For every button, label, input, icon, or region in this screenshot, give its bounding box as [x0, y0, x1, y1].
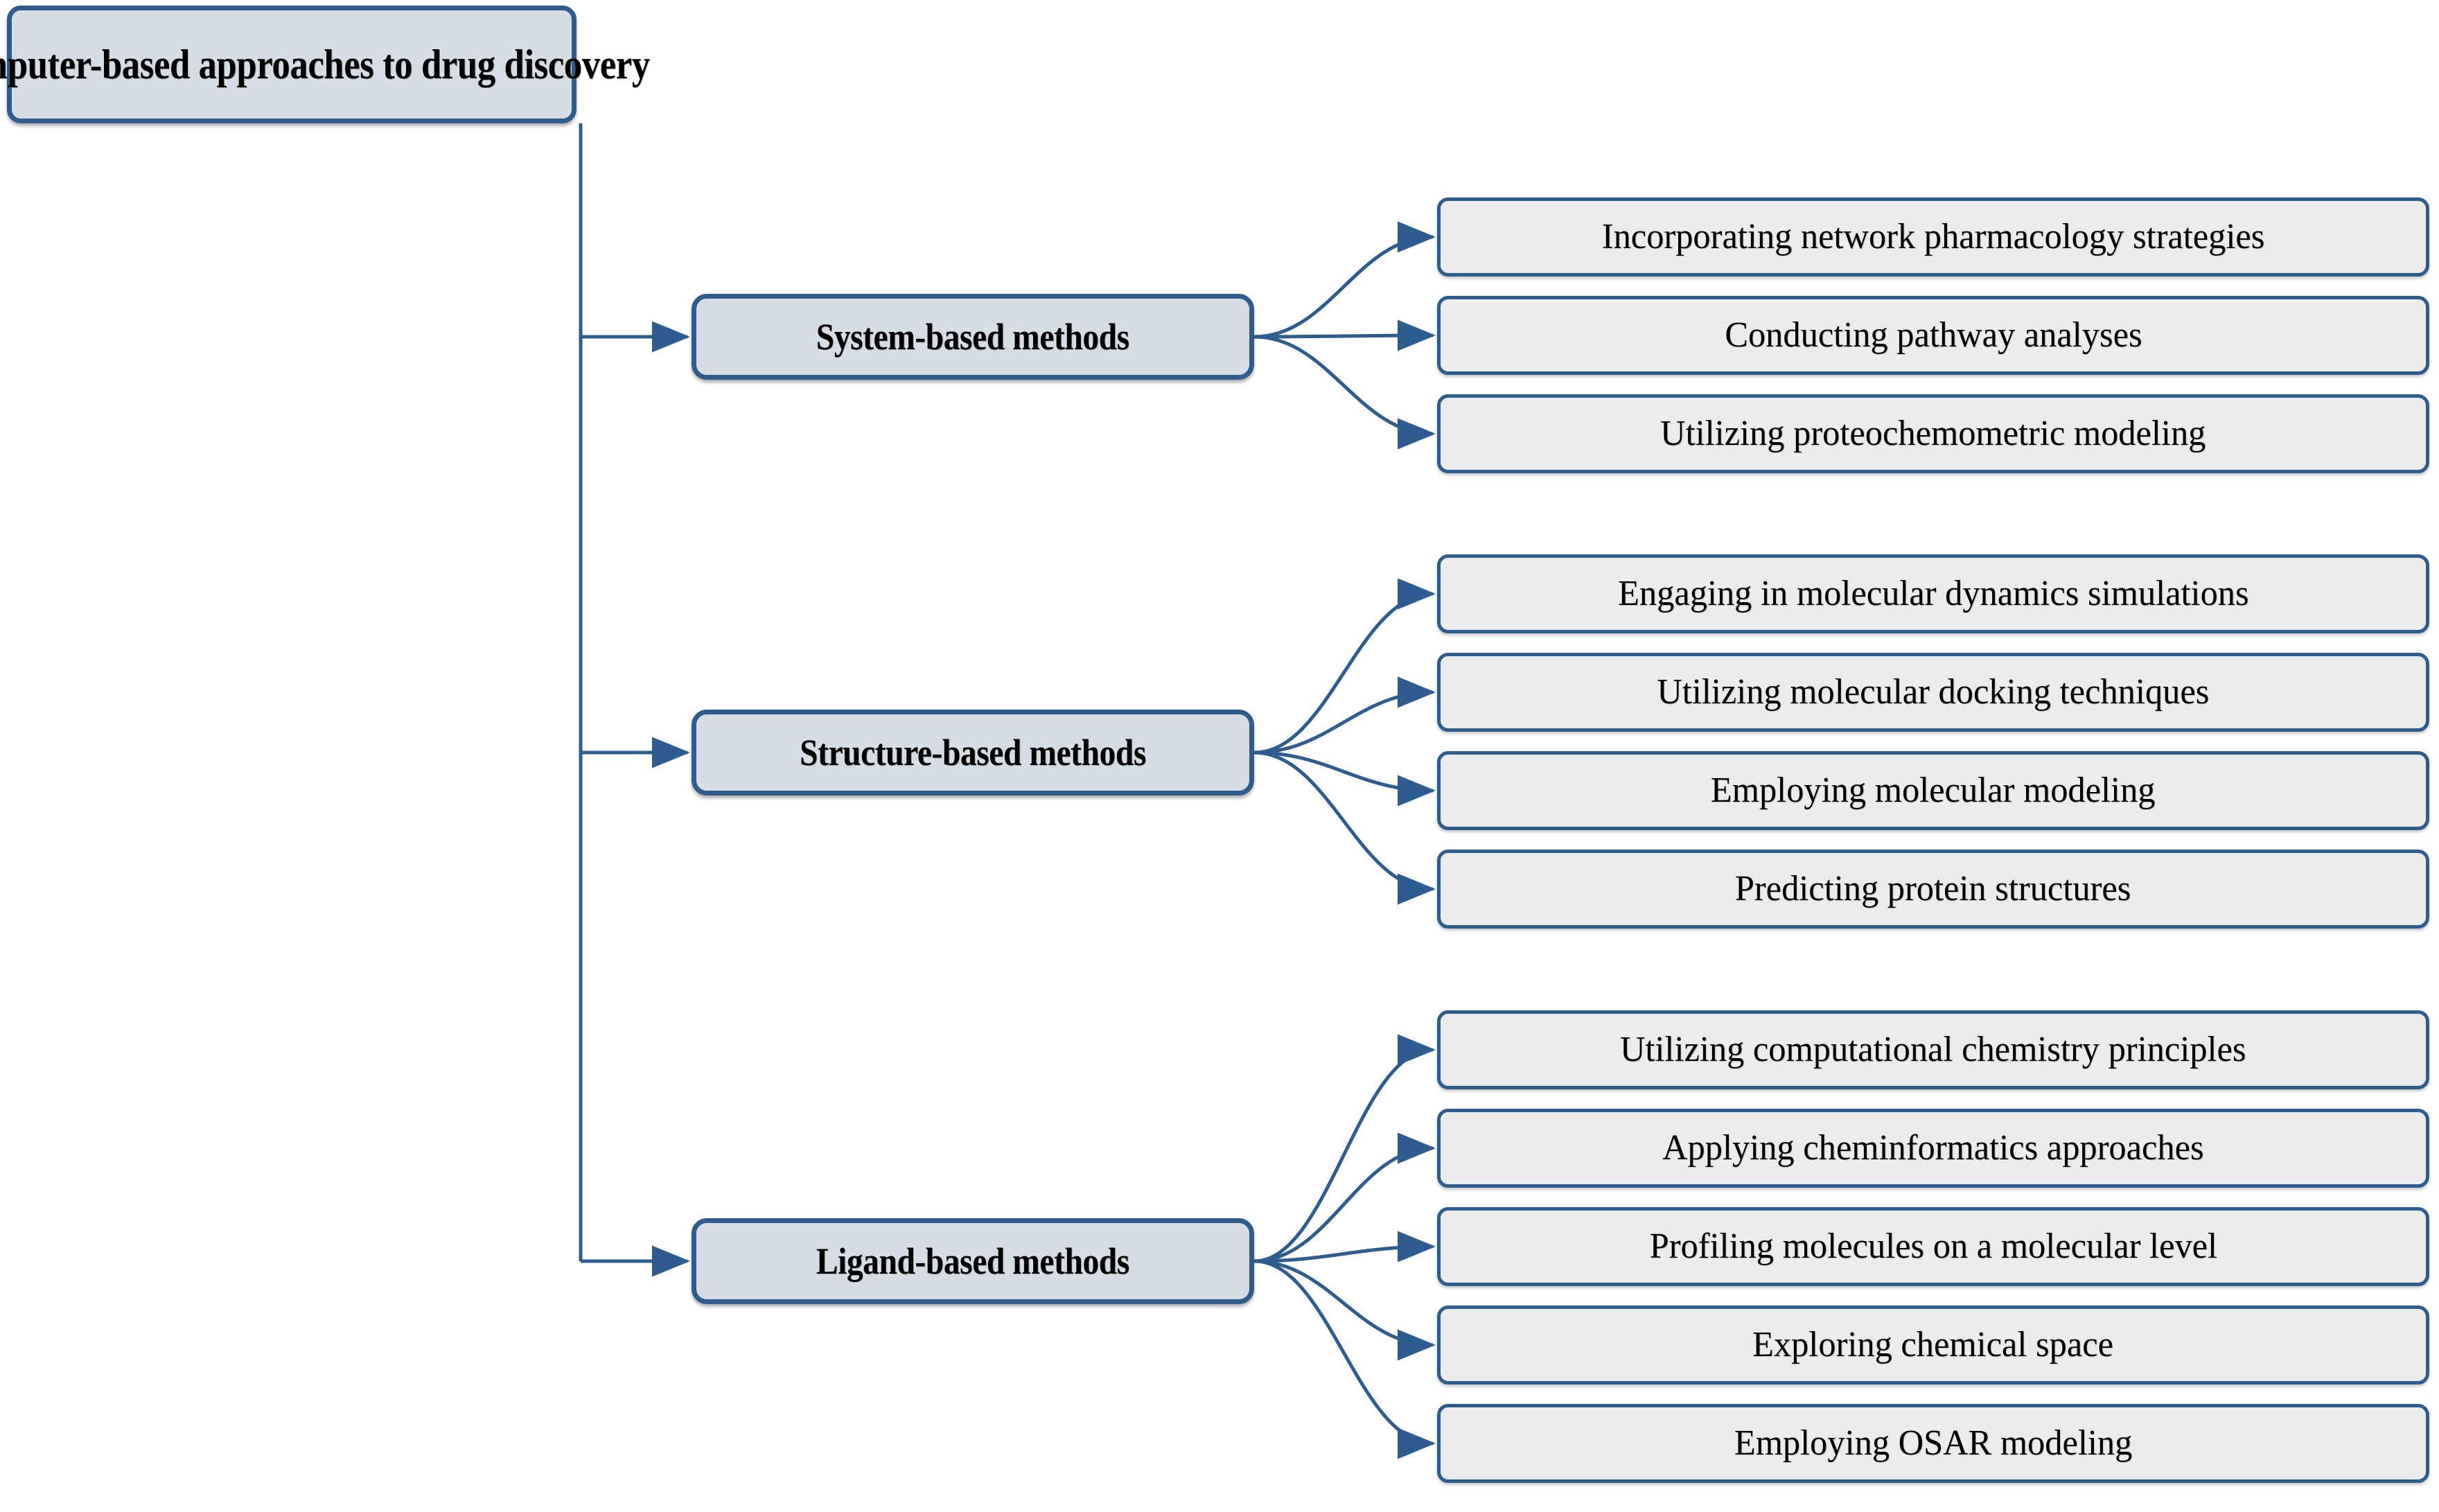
- leaf-node[interactable]: Profiling molecules on a molecular level: [1437, 1207, 2429, 1286]
- leaf-connector-2-2: [1253, 1231, 1436, 1263]
- leaf-node[interactable]: Employing molecular modeling: [1437, 751, 2429, 830]
- leaf-node[interactable]: Employing OSAR modeling: [1437, 1404, 2429, 1483]
- leaf-connector-1-0: [1253, 578, 1436, 755]
- leaf-node[interactable]: Engaging in molecular dynamics simulatio…: [1437, 554, 2429, 633]
- leaf-node[interactable]: Exploring chemical space: [1437, 1306, 2429, 1384]
- leaf-node[interactable]: Utilizing molecular docking techniques: [1437, 653, 2429, 732]
- leaf-connector-2-1: [1253, 1132, 1436, 1263]
- leaf-connector-0-1: [1253, 319, 1436, 351]
- branch-connectors: [1253, 221, 1436, 1459]
- branch-node-system-based-methods[interactable]: System-based methods: [692, 294, 1254, 380]
- branch-node-label: Structure-based methods: [800, 731, 1146, 773]
- leaf-connector-1-1: [1253, 676, 1436, 755]
- leaf-node-label: Employing OSAR modeling: [1734, 1423, 2133, 1463]
- leaf-node[interactable]: Conducting pathway analyses: [1437, 296, 2429, 375]
- root-node[interactable]: Computer-based approaches to drug discov…: [0, 6, 651, 123]
- branch-node-label: Ligand-based methods: [816, 1240, 1129, 1282]
- leaf-connector-2-0: [1253, 1034, 1436, 1263]
- leaf-connector-0-2: [1253, 335, 1436, 450]
- leaf-node-label: Exploring chemical space: [1752, 1324, 2114, 1364]
- leaf-node-label: Utilizing proteochemometric modeling: [1660, 413, 2206, 453]
- leaf-node-label: Engaging in molecular dynamics simulatio…: [1617, 573, 2249, 613]
- leaf-node-label: Incorporating network pharmacology strat…: [1601, 216, 2265, 256]
- trunk-connectors: [579, 123, 691, 1277]
- leaf-node-label: Profiling molecules on a molecular level: [1649, 1226, 2217, 1266]
- branch-node-label: System-based methods: [816, 315, 1129, 358]
- leaf-connector-1-3: [1253, 750, 1436, 905]
- leaf-node-label: Applying cheminformatics approaches: [1662, 1127, 2204, 1168]
- root-node-label: Computer-based approaches to drug discov…: [0, 41, 651, 87]
- leaf-node-label: Predicting protein structures: [1735, 868, 2131, 908]
- leaf-connector-0-0: [1253, 221, 1436, 339]
- leaf-node[interactable]: Predicting protein structures: [1437, 850, 2429, 929]
- leaf-node[interactable]: Utilizing proteochemometric modeling: [1437, 394, 2429, 473]
- leaf-node[interactable]: Applying cheminformatics approaches: [1437, 1109, 2429, 1188]
- leaf-node-label: Employing molecular modeling: [1711, 770, 2156, 810]
- leaf-node[interactable]: Utilizing computational chemistry princi…: [1437, 1010, 2429, 1089]
- branch-node-structure-based-methods[interactable]: Structure-based methods: [692, 710, 1254, 795]
- leaf-node-label: Utilizing computational chemistry princi…: [1620, 1029, 2246, 1069]
- leaf-connector-2-4: [1253, 1259, 1436, 1459]
- leaf-connector-2-3: [1253, 1259, 1436, 1361]
- leaf-connector-1-2: [1253, 750, 1436, 807]
- leaf-node[interactable]: Incorporating network pharmacology strat…: [1437, 197, 2429, 276]
- branch-node-ligand-based-methods[interactable]: Ligand-based methods: [692, 1218, 1254, 1304]
- leaf-node-label: Utilizing molecular docking techniques: [1657, 671, 2210, 712]
- leaf-node-label: Conducting pathway analyses: [1724, 315, 2142, 355]
